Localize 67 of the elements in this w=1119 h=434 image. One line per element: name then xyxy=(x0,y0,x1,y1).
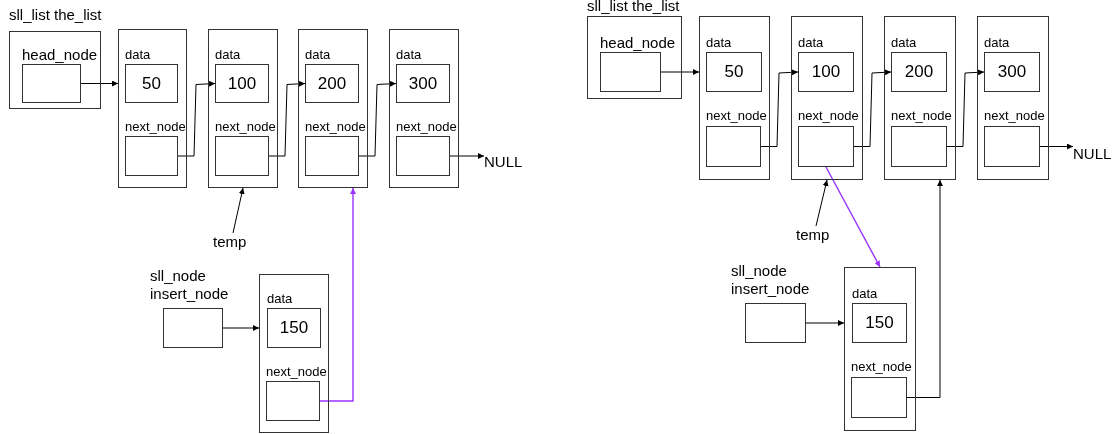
arrow xyxy=(449,153,485,159)
arrow xyxy=(946,69,985,147)
node-box xyxy=(118,29,187,188)
value-text: 200 xyxy=(904,62,934,82)
field-label: sll_node insert_node xyxy=(731,262,811,298)
value-text: 50 xyxy=(724,62,744,82)
arrow xyxy=(222,325,260,331)
arrow xyxy=(853,69,892,147)
node-box xyxy=(977,16,1049,180)
arrow xyxy=(80,80,119,87)
field-label: data xyxy=(215,47,241,62)
value-text: 300 xyxy=(408,73,438,94)
value-text: 150 xyxy=(279,318,309,338)
field-label: next_node xyxy=(798,108,859,123)
field-label: next_node xyxy=(396,119,457,134)
null-label: NULL xyxy=(1073,145,1118,163)
field-label: next_node xyxy=(266,364,327,379)
arrow xyxy=(660,69,700,75)
arrow xyxy=(358,80,397,157)
arrow xyxy=(760,69,799,147)
field-label: next_node xyxy=(125,119,186,134)
field-label: next_node xyxy=(891,108,952,123)
arrow xyxy=(232,187,245,234)
field-label: data xyxy=(984,35,1010,50)
field-label: data xyxy=(891,35,917,50)
arrow xyxy=(906,179,943,398)
field-label: sll_node insert_node xyxy=(150,267,230,303)
arrow xyxy=(1039,143,1074,150)
value-text: 300 xyxy=(997,62,1027,82)
node-box xyxy=(791,16,863,180)
value-text: 100 xyxy=(811,62,841,82)
value-text: 150 xyxy=(865,313,894,333)
field-label: data xyxy=(396,47,422,62)
arrow xyxy=(319,187,356,402)
arrow xyxy=(268,80,306,157)
node-box xyxy=(884,16,956,180)
value-text: 100 xyxy=(227,73,257,94)
null-label: NULL xyxy=(484,153,529,171)
field-label: data xyxy=(267,291,293,306)
node-box xyxy=(259,274,329,433)
struct-title: sll_list the_list xyxy=(587,0,680,15)
field-label: head_node xyxy=(22,46,98,64)
variable-label: temp xyxy=(213,233,253,251)
node-box xyxy=(699,16,770,180)
field-label: head_node xyxy=(600,34,676,52)
arrow xyxy=(825,166,881,268)
field-label: data xyxy=(798,35,824,50)
field-label: data xyxy=(125,47,151,62)
field-label: data xyxy=(852,286,878,301)
struct-title: sll_list the_list xyxy=(9,6,102,24)
variable-label: temp xyxy=(796,226,836,244)
node-box xyxy=(298,29,368,188)
arrow xyxy=(177,80,216,157)
field-label: next_node xyxy=(305,119,366,134)
arrow xyxy=(805,320,845,326)
field-label: next_node xyxy=(215,119,276,134)
arrow xyxy=(815,179,829,227)
field-label: next_node xyxy=(706,108,767,123)
field-label: data xyxy=(305,47,331,62)
field-label: next_node xyxy=(984,108,1045,123)
node-box xyxy=(844,267,916,431)
node-box xyxy=(208,29,278,188)
node-box xyxy=(389,29,459,188)
value-text: 50 xyxy=(142,73,161,94)
field-label: next_node xyxy=(851,359,912,374)
field-label: data xyxy=(706,35,732,50)
value-text: 200 xyxy=(317,73,347,94)
